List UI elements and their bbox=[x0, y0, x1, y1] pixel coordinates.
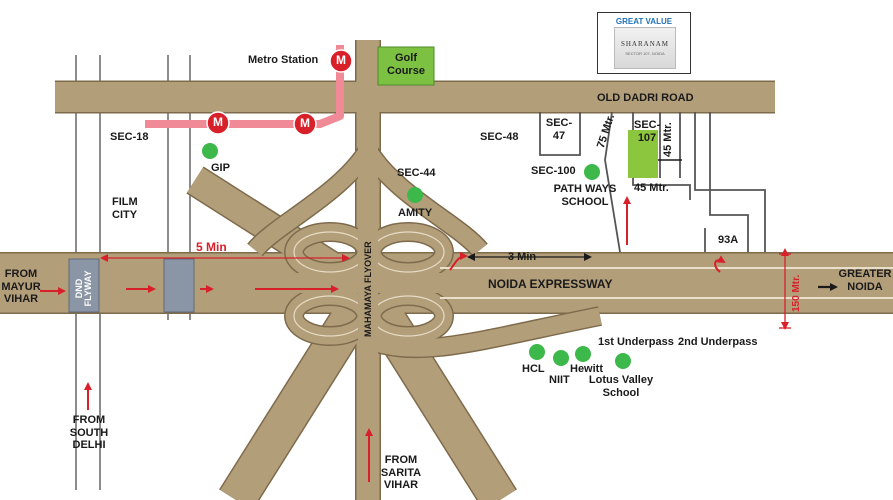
noida-expressway-label: NOIDA EXPRESSWAY bbox=[488, 277, 613, 291]
metro-marker-letter: M bbox=[336, 53, 346, 67]
niit-label: NIIT bbox=[549, 374, 570, 386]
first-underpass-label: 1st Underpass bbox=[598, 336, 674, 348]
sharanam-logo: GREAT VALUE SHARANAM SECTOR 107, NOIDA bbox=[597, 12, 691, 74]
hcl-label: HCL bbox=[522, 363, 545, 375]
from-south-delhi-label: FROM SOUTH DELHI bbox=[69, 414, 109, 452]
hewitt-label: Hewitt bbox=[570, 363, 603, 375]
sec-44-label: SEC-44 bbox=[397, 167, 436, 179]
metro-marker-icon bbox=[329, 49, 353, 73]
project-site-area bbox=[628, 130, 658, 178]
direction-arrows bbox=[40, 196, 726, 482]
second-underpass-label: 2nd Underpass bbox=[678, 336, 758, 348]
mahamaya-flyover-label: MAHAMAYA FLYOVER bbox=[363, 241, 373, 337]
five-min-label: 5 Min bbox=[196, 240, 227, 254]
golf-course-label: Golf Course bbox=[387, 52, 425, 77]
from-sarita-vihar-label: FROM SARITA VIHAR bbox=[380, 454, 422, 492]
logo-name: SHARANAM bbox=[620, 40, 670, 48]
sec-47-label: SEC-47 bbox=[545, 117, 573, 142]
logo-card: SHARANAM SECTOR 107, NOIDA bbox=[614, 27, 676, 69]
metro-marker-letter: M bbox=[213, 115, 223, 129]
sec-48-label: SEC-48 bbox=[480, 131, 519, 143]
metro-station-label: Metro Station bbox=[248, 54, 319, 66]
logo-brand: GREAT VALUE bbox=[615, 17, 673, 26]
sec-107-label: SEC-107 bbox=[634, 119, 661, 144]
toll-box bbox=[163, 258, 195, 313]
45-mtr-horizontal-label: 45 Mtr. bbox=[634, 182, 669, 194]
sec-100-label: SEC-100 bbox=[531, 165, 576, 177]
logo-subtitle: SECTOR 107, NOIDA bbox=[625, 51, 665, 56]
old-dadri-road-label: OLD DADRI ROAD bbox=[597, 92, 694, 104]
amity-dot-icon bbox=[407, 187, 423, 203]
dnd-flyway-box bbox=[68, 258, 100, 313]
metro-marker-icon bbox=[293, 112, 317, 136]
sector-roads bbox=[539, 111, 766, 253]
metro-markers bbox=[206, 49, 353, 136]
sec-18-label: SEC-18 bbox=[110, 131, 149, 143]
metro-marker-icon bbox=[206, 111, 230, 135]
hewitt-dot-icon bbox=[575, 346, 591, 362]
from-mayur-vihar-label: FROM MAYUR VIHAR bbox=[1, 268, 41, 306]
path-ways-school-label: PATH WAYS SCHOOL bbox=[553, 183, 617, 208]
gip-dot-icon bbox=[202, 143, 218, 159]
hcl-dot-icon bbox=[529, 344, 545, 360]
three-min-label: 3 Min bbox=[508, 251, 537, 263]
pathways-dot-icon bbox=[584, 164, 600, 180]
dnd-flyway-label: DND FLYWAY bbox=[74, 270, 94, 307]
metro-marker-letter: M bbox=[300, 116, 310, 130]
45-mtr-vertical-label: 45 Mtr. bbox=[662, 122, 674, 157]
gip-label: GIP bbox=[211, 162, 230, 174]
film-city-label: FILM CITY bbox=[112, 196, 138, 221]
sec-93a-label: 93A bbox=[718, 234, 739, 246]
roads bbox=[0, 40, 893, 500]
landmark-dots bbox=[202, 143, 631, 369]
golf-course-area bbox=[377, 46, 435, 86]
lotus-valley-dot-icon bbox=[615, 353, 631, 369]
metro-line bbox=[145, 45, 344, 128]
niit-dot-icon bbox=[553, 350, 569, 366]
150-mtr-label: 150 Mtr. bbox=[791, 274, 802, 312]
lotus-valley-school-label: Lotus Valley School bbox=[588, 374, 654, 399]
greater-noida-label: GREATER NOIDA bbox=[838, 268, 892, 293]
amity-label: AMITY bbox=[398, 207, 433, 219]
